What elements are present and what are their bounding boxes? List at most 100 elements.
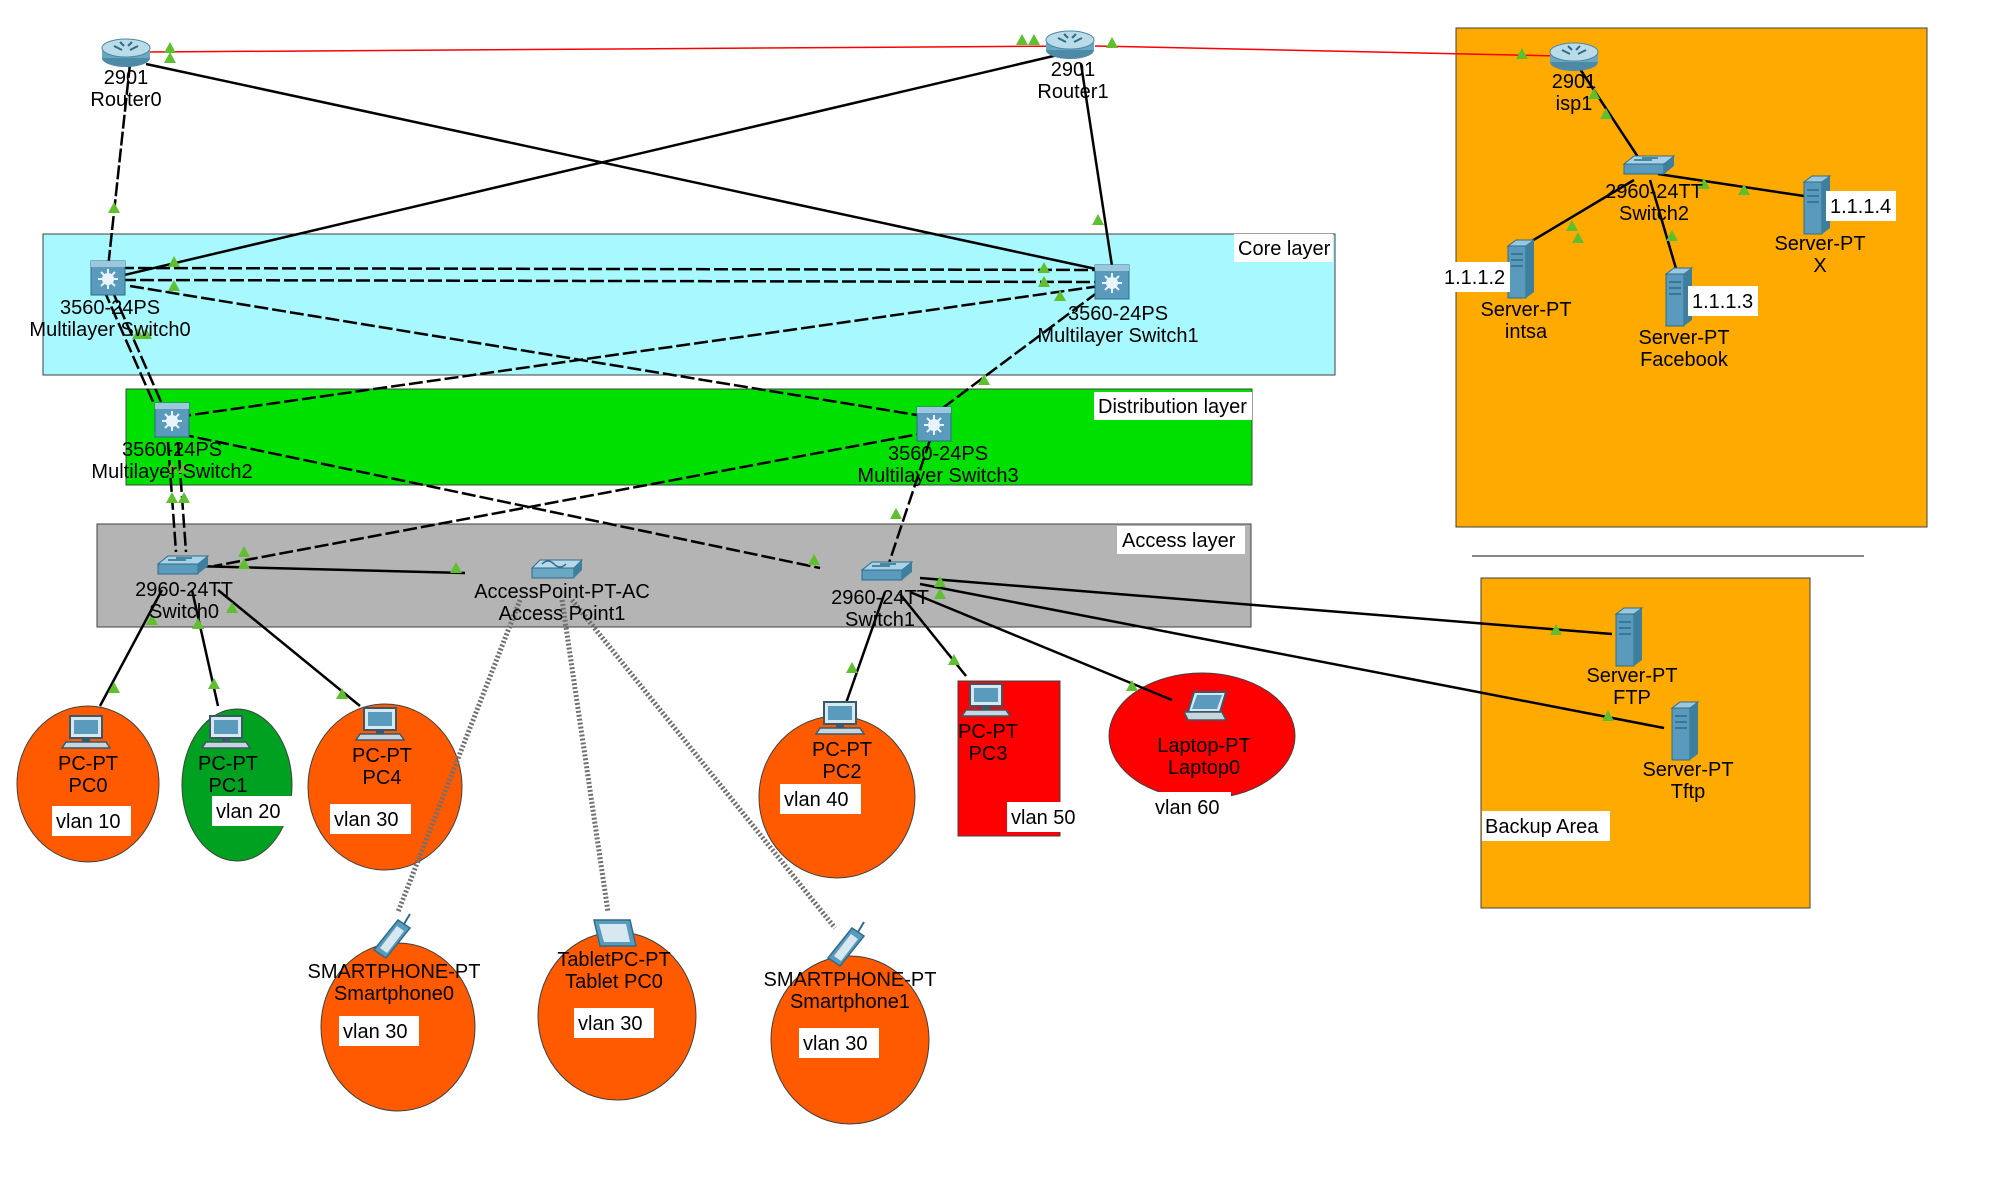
backup-area-label-bg	[1482, 811, 1610, 841]
server-facebook-name-label: Facebook	[1640, 349, 1729, 371]
tablet-icon[interactable]	[593, 919, 637, 947]
router-icon[interactable]	[1549, 42, 1599, 72]
smartphone1-name-label: Smartphone1	[790, 991, 910, 1013]
pc-icon[interactable]	[61, 715, 111, 749]
link-switch0-pc0[interactable]	[98, 589, 164, 707]
server-ftp-name-label: FTP	[1613, 687, 1651, 709]
vlan-label-pc1: vlan 20	[216, 801, 281, 823]
server-tftp-name-label: Tftp	[1671, 781, 1705, 803]
link-switch1-pc2[interactable]	[843, 591, 887, 707]
vlan-label-pc0-bg	[52, 806, 131, 836]
core-layer-label: Core layer	[1238, 238, 1331, 260]
mls0-name-label: Multilayer Switch0	[29, 319, 190, 341]
link-switch0-ap1[interactable]	[191, 564, 466, 575]
server-icon[interactable]	[1615, 607, 1643, 667]
link-switch2-facebook[interactable]	[1648, 179, 1679, 273]
vlan-label-laptop0-bg	[1150, 792, 1231, 822]
switch1-name-label: Switch1	[845, 609, 915, 631]
vlan-label-pc2-bg	[780, 784, 861, 814]
link-isp1-switch2[interactable]	[1576, 65, 1642, 161]
router-icon[interactable]	[101, 38, 151, 68]
link-switch1-tftp[interactable]	[919, 582, 1665, 730]
server-icon[interactable]	[1671, 701, 1699, 761]
smartphone0-model-label: SMARTPHONE-PT	[308, 961, 481, 983]
server-facebook-model-label: Server-PT	[1638, 327, 1729, 349]
vlan-label-smartphone0: vlan 30	[343, 1021, 408, 1043]
backup-area-label: Backup Area	[1485, 816, 1599, 838]
pc-icon[interactable]	[355, 707, 405, 741]
link-router1-mls1[interactable]	[1079, 63, 1114, 267]
server-intsa-name-label: intsa	[1505, 321, 1548, 343]
link-switch2-x[interactable]	[1657, 172, 1805, 198]
link-router0-mls1[interactable]	[145, 62, 1111, 274]
mls1-model-label: 3560-24PS	[1068, 303, 1168, 325]
laptop0-name-label: Laptop0	[1168, 757, 1240, 779]
access-layer-area	[96, 523, 1252, 628]
pc-icon[interactable]	[961, 683, 1011, 717]
link-mls0-mls3[interactable]	[129, 284, 936, 420]
mls2-name-label: Multilayer Switch2	[91, 461, 252, 483]
vlan-label-pc2: vlan 40	[784, 789, 849, 811]
multilayer-switch-icon[interactable]	[154, 402, 190, 438]
server-icon[interactable]	[1507, 239, 1535, 299]
isp1-model-label: 2901	[1552, 71, 1597, 93]
access-point-icon[interactable]	[531, 559, 583, 579]
ap1-name-label: Access Point1	[499, 603, 626, 625]
vlan-label-smartphone0-bg	[339, 1016, 419, 1046]
link-router0-router1[interactable]	[147, 45, 1081, 53]
multilayer-switch-icon[interactable]	[916, 406, 952, 442]
router-icon[interactable]	[1045, 30, 1095, 60]
access-layer-label: Access layer	[1122, 530, 1236, 552]
link-mls1-mls3[interactable]	[939, 290, 1099, 412]
vlan-label-pc3-bg	[1007, 802, 1087, 832]
pc-icon[interactable]	[201, 715, 251, 749]
pc0-model-label: PC-PT	[58, 753, 118, 775]
core-layer-area	[42, 233, 1336, 376]
link-mls3-switch1[interactable]	[886, 439, 932, 567]
pc1-model-label: PC-PT	[198, 753, 258, 775]
distribution-layer-label-bg	[1094, 392, 1252, 420]
ap1-model-label: AccessPoint-PT-AC	[474, 581, 650, 603]
server-x-model-label: Server-PT	[1774, 233, 1865, 255]
vlan-label-pc4: vlan 30	[334, 809, 399, 831]
switch-icon[interactable]	[157, 555, 209, 575]
ip-label-x: 1.1.1.4	[1830, 196, 1891, 218]
link-switch0-pc4[interactable]	[217, 589, 361, 707]
switch1-model-label: 2960-24TT	[831, 587, 929, 609]
distribution-layer-area	[125, 388, 1253, 486]
wireless-ap1-tablet0[interactable]	[559, 599, 611, 913]
link-mls1-mls2[interactable]	[183, 284, 1101, 418]
link-mls3-switch0[interactable]	[213, 430, 931, 568]
link-mls0-mls1-b[interactable]	[121, 278, 1105, 284]
link-router1-isp1[interactable]	[1094, 45, 1561, 57]
isp1-name-label: isp1	[1556, 93, 1593, 115]
switch-icon[interactable]	[1623, 155, 1675, 175]
tablet0-name-label: Tablet PC0	[565, 971, 663, 993]
link-mls0-mls2-b[interactable]	[102, 289, 156, 405]
link-mls0-mls1-a[interactable]	[119, 266, 1105, 272]
vlan-label-smartphone1-bg	[799, 1028, 879, 1058]
pc4-name-label: PC4	[363, 767, 402, 789]
link-router1-mls0[interactable]	[119, 52, 1063, 278]
router0-model-label: 2901	[104, 67, 149, 89]
laptop0-model-label: Laptop-PT	[1157, 735, 1250, 757]
link-mls0-mls2-a[interactable]	[110, 289, 164, 405]
link-switch1-ftp[interactable]	[919, 576, 1613, 636]
link-mls2-switch1[interactable]	[179, 432, 821, 570]
pc0-name-label: PC0	[69, 775, 108, 797]
link-switch1-laptop0[interactable]	[909, 590, 1173, 702]
server-x-name-label: X	[1813, 255, 1826, 277]
distribution-layer-label: Distribution layer	[1098, 396, 1247, 418]
multilayer-switch-icon[interactable]	[90, 260, 126, 296]
backup-area	[1480, 577, 1811, 909]
server-ftp-model-label: Server-PT	[1586, 665, 1677, 687]
switch-icon[interactable]	[861, 561, 913, 581]
link-router0-mls0[interactable]	[106, 63, 132, 269]
switch2-name-label: Switch2	[1619, 203, 1689, 225]
multilayer-switch-icon[interactable]	[1094, 264, 1130, 300]
ip-label-facebook-bg	[1688, 286, 1758, 316]
pc-icon[interactable]	[815, 701, 865, 735]
mls1-name-label: Multilayer Switch1	[1037, 325, 1198, 347]
pc3-model-label: PC-PT	[958, 721, 1018, 743]
vlan-label-laptop0: vlan 60	[1155, 797, 1220, 819]
